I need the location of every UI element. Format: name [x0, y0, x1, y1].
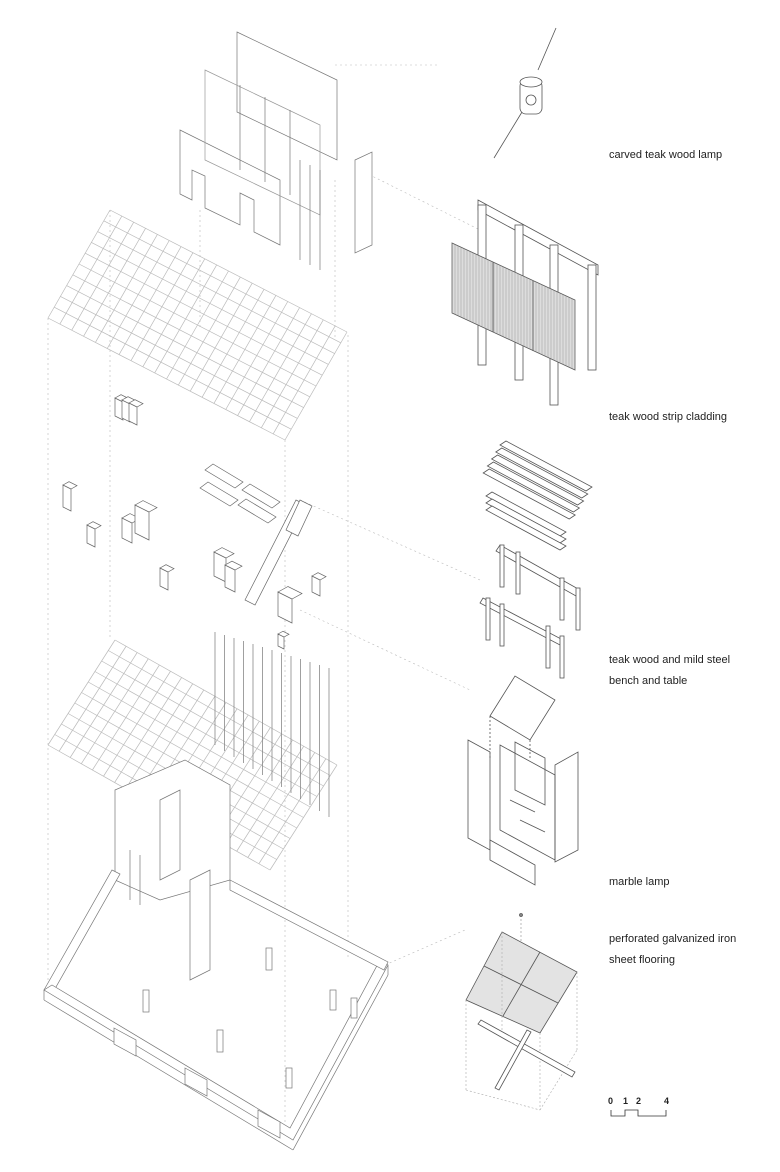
leg	[499, 603, 505, 647]
label-bench-line-1: teak wood and mild steel	[609, 654, 731, 666]
grid-line	[189, 283, 253, 392]
grid-line	[59, 215, 123, 325]
label-flooring-line-1: perforated galvanized iron	[609, 933, 737, 945]
leg	[559, 577, 565, 621]
block-top	[86, 521, 102, 530]
block-top	[128, 399, 144, 408]
block-top	[134, 500, 158, 513]
block-top	[159, 564, 175, 573]
table-plank	[490, 454, 585, 506]
grid-line	[142, 258, 206, 367]
grid-line	[236, 746, 304, 852]
block-top	[277, 586, 303, 600]
grid-line	[237, 307, 300, 416]
leg	[485, 597, 491, 641]
bench-plan	[204, 463, 244, 489]
block-top	[311, 572, 327, 581]
leg	[499, 544, 505, 588]
block-top	[224, 560, 243, 571]
grid-line	[213, 295, 277, 404]
projection-lines	[47, 64, 481, 1130]
grid-line	[272, 325, 336, 435]
label-bench-line-2: bench and table	[609, 675, 688, 687]
table-plank	[482, 468, 576, 520]
grid-line	[71, 222, 135, 331]
grid-line	[83, 228, 146, 337]
grid-line	[225, 739, 293, 846]
block-top	[62, 481, 78, 490]
grid-line	[258, 758, 327, 864]
grid-line	[166, 270, 229, 380]
label-marble-lamp: marble lamp	[609, 876, 670, 888]
grid-line	[225, 301, 289, 410]
grid-line	[178, 276, 241, 386]
leg	[575, 587, 581, 631]
table-plank	[495, 447, 589, 499]
teak-wood-and-mild-steel-bench-and-table	[479, 440, 593, 679]
scale-bar	[610, 1109, 667, 1117]
grid-line	[92, 664, 160, 771]
lamp-enclosure-exploded	[179, 31, 373, 270]
teak-wood-strip-cladding	[451, 199, 599, 406]
grid-line	[81, 658, 149, 764]
block-top	[277, 630, 290, 638]
leg	[559, 635, 565, 679]
grid-line	[269, 764, 338, 871]
grid-line	[125, 683, 193, 789]
furniture-blocks	[62, 394, 327, 650]
bench-block	[285, 499, 313, 537]
grid-line	[58, 646, 127, 752]
block	[62, 484, 72, 512]
leg	[515, 551, 521, 595]
block-top	[213, 547, 235, 559]
grid-line	[114, 677, 182, 783]
bench-plank	[485, 505, 567, 551]
grid-line	[154, 264, 217, 374]
scale-tick-0: 0	[608, 1096, 614, 1106]
bench-rail	[479, 597, 564, 646]
label-teak-wood-strip-cladding: teak wood strip cladding	[609, 411, 728, 423]
grid-line	[130, 252, 194, 361]
grid-line	[118, 246, 182, 355]
marble-lamp	[467, 675, 579, 886]
grid-line	[249, 313, 312, 422]
base-platform	[43, 759, 389, 1151]
label-flooring-line-2: sheet flooring	[609, 954, 676, 966]
grid-line	[47, 639, 116, 746]
table-plank	[486, 461, 581, 513]
bench-plan	[199, 481, 239, 507]
grid-line	[106, 240, 170, 349]
scale-tick-2: 2	[636, 1096, 642, 1106]
grid-line	[201, 289, 265, 398]
vertical-posts	[214, 632, 330, 817]
carved-teak-wood-lamp	[493, 27, 557, 159]
grid-line	[284, 331, 348, 441]
grid-line	[260, 319, 324, 428]
grid-line	[103, 671, 171, 777]
bench-plan	[241, 483, 281, 509]
table-plank	[499, 440, 593, 492]
grid-line	[47, 209, 111, 319]
perforated-galvanized-iron-sheet-flooring	[465, 913, 578, 1111]
leg	[545, 625, 551, 669]
label-carved-teak-wood-lamp: carved teak wood lamp	[609, 149, 723, 161]
scale-tick-1: 1	[623, 1096, 629, 1106]
bench-plan	[237, 498, 277, 524]
grid-line	[247, 752, 316, 858]
scale-tick-4: 4	[664, 1096, 670, 1106]
grid-line	[69, 652, 138, 758]
table-rail	[495, 544, 581, 597]
grid-line	[95, 234, 158, 343]
roof-grids	[47, 209, 348, 871]
